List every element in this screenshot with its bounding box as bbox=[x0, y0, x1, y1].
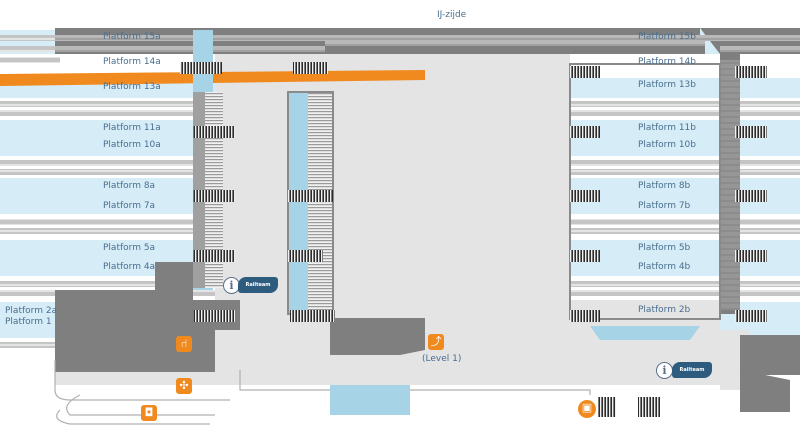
platform-label: Platform 1 bbox=[5, 317, 52, 327]
platform-label: Platform 8a bbox=[103, 181, 156, 191]
meeting-point-icon[interactable]: ✣ bbox=[176, 378, 192, 394]
platform-label: Platform 13a bbox=[103, 82, 161, 92]
platform-label: Platform 11b bbox=[638, 123, 696, 133]
platform-label: Platform 5b bbox=[638, 243, 691, 253]
platform-label: Platform 10a bbox=[103, 140, 161, 150]
platform-label: Platform 4b bbox=[638, 262, 691, 272]
platform-label: Platform 11a bbox=[103, 123, 161, 133]
platform-label: Platform 2a bbox=[5, 306, 58, 316]
level-label: (Level 1) bbox=[422, 354, 462, 364]
roads bbox=[54, 360, 591, 425]
side-label: IJ-zijde bbox=[437, 10, 467, 20]
platform-label: Platform 10b bbox=[638, 140, 696, 150]
platform-label: Platform 7a bbox=[103, 201, 156, 211]
railteam-logo[interactable]: Railteam bbox=[672, 362, 712, 378]
platform-label: Platform 14a bbox=[103, 57, 161, 67]
info-icon[interactable]: i bbox=[656, 362, 673, 379]
taxi-icon[interactable]: ◘ bbox=[141, 405, 157, 421]
platform-label: Platform 13b bbox=[638, 80, 696, 90]
waiting-room-icon[interactable]: ⑁ bbox=[176, 336, 192, 352]
elevator-icon[interactable]: ▣ bbox=[578, 400, 596, 418]
railteam-logo[interactable]: Railteam bbox=[238, 277, 278, 293]
stair-markers bbox=[180, 62, 767, 417]
platform-label: Platform 15a bbox=[103, 32, 161, 42]
buildings bbox=[55, 28, 800, 412]
platform-label: Platform 8b bbox=[638, 181, 691, 191]
platform-label: Platform 7b bbox=[638, 201, 691, 211]
platform-label: Platform 5a bbox=[103, 243, 156, 253]
platform-label: Platform 4a bbox=[103, 262, 156, 272]
platform-label: Platform 2b bbox=[638, 305, 691, 315]
escalator-icon[interactable]: ⤴ bbox=[428, 334, 444, 350]
stair-shafts bbox=[193, 30, 334, 315]
platform-label: Platform 15b bbox=[638, 32, 696, 42]
platform-label: Platform 14b bbox=[638, 57, 696, 67]
